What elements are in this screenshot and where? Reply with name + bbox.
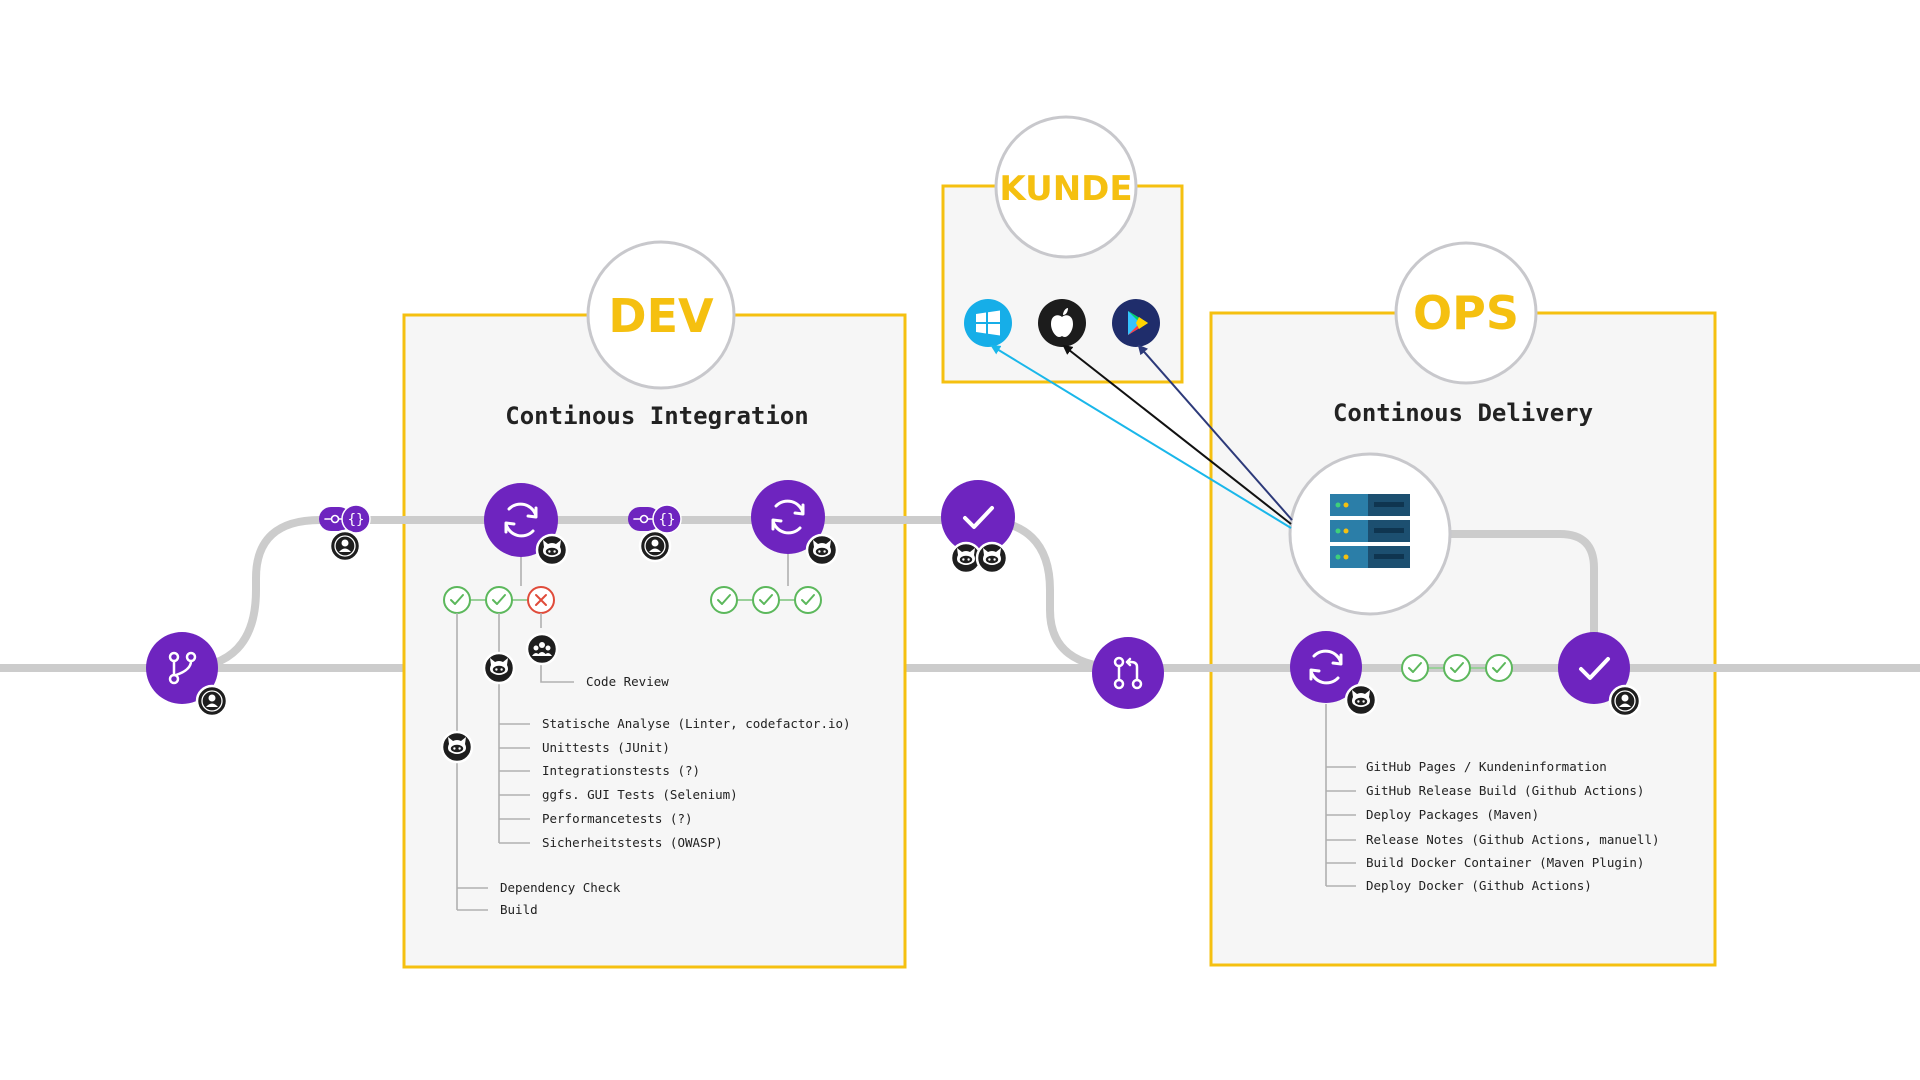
check-success-icon [1443, 654, 1471, 682]
google-play-icon[interactable] [1112, 299, 1160, 347]
ops-tree-lines [1325, 704, 1356, 887]
github-icon [805, 533, 839, 567]
check-row-2 [710, 586, 822, 614]
kunde-panel: KUNDE [941, 115, 1184, 384]
cd-sync-node[interactable] [1290, 631, 1362, 703]
github-icon [482, 651, 516, 685]
deploy-arrows [990, 344, 1293, 529]
check-success-icon [710, 586, 738, 614]
arrow-to-apple [1062, 344, 1292, 525]
dev-test-item: Unittests (JUnit) [542, 740, 670, 755]
release-approved-node[interactable] [1558, 632, 1630, 704]
github-icon [535, 533, 569, 567]
windows-icon[interactable] [964, 299, 1012, 347]
check-success-icon [1401, 654, 1429, 682]
check-row-1 [443, 586, 555, 614]
dev-subtitle: Continous Integration [505, 402, 808, 430]
commit-icon [628, 507, 660, 531]
code-icon: {} [652, 504, 682, 534]
check-success-icon [485, 586, 513, 614]
dependency-check-label: Dependency Check [500, 880, 621, 895]
ops-step-item: GitHub Pages / Kundeninformation [1366, 759, 1607, 774]
code-review-label: Code Review [586, 674, 669, 689]
ops-step-item: Deploy Docker (Github Actions) [1366, 878, 1592, 893]
ops-step-item: GitHub Release Build (Github Actions) [1366, 783, 1644, 798]
reviewers-icon [525, 632, 559, 666]
dev-tree-lines [456, 613, 574, 911]
user-icon [1608, 684, 1642, 718]
ops-panel: OPS Continous Delivery [1207, 241, 1719, 967]
ci-sync-node-2[interactable] [751, 480, 825, 554]
code-icon: {} [341, 504, 371, 534]
ops-subtitle: Continous Delivery [1333, 399, 1593, 427]
ci-approved-node[interactable] [941, 480, 1015, 554]
dev-panel: DEV Continous Integration {} [400, 240, 909, 969]
dev-test-item: Statische Analyse (Linter, codefactor.io… [542, 716, 851, 731]
pull-request-node[interactable] [1092, 637, 1164, 709]
ops-title-circle [1394, 241, 1538, 385]
github-icon [975, 541, 1009, 575]
apple-icon[interactable] [1038, 299, 1086, 347]
check-success-icon [752, 586, 780, 614]
dev-test-item: Sicherheitstests (OWASP) [542, 835, 723, 850]
kunde-title-circle [994, 115, 1138, 259]
github-icon [1344, 683, 1378, 717]
kunde-title: KUNDE [999, 169, 1132, 209]
branch-node[interactable] [146, 632, 218, 704]
build-label: Build [500, 902, 538, 917]
user-icon [328, 529, 362, 563]
ops-step-item: Deploy Packages (Maven) [1366, 807, 1539, 822]
check-row-ops [1401, 654, 1513, 682]
ops-title: OPS [1413, 286, 1519, 340]
dev-title: DEV [608, 289, 714, 343]
check-success-icon [794, 586, 822, 614]
ci-sync-node-1[interactable] [484, 483, 558, 557]
arrow-to-windows [990, 344, 1292, 529]
github-icon [440, 730, 474, 764]
server-icon [1330, 494, 1410, 568]
server-node[interactable] [1288, 452, 1452, 616]
dev-test-item: Integrationstests (?) [542, 763, 700, 778]
check-success-icon [1485, 654, 1513, 682]
dev-test-item: ggfs. GUI Tests (Selenium) [542, 787, 738, 802]
ops-step-item: Build Docker Container (Maven Plugin) [1366, 855, 1644, 870]
user-icon [638, 529, 672, 563]
arrow-to-google-play [1137, 344, 1293, 521]
check-success-icon [443, 586, 471, 614]
dev-test-item: Performancetests (?) [542, 811, 693, 826]
svg-text:{}: {} [348, 512, 365, 528]
ops-step-list: GitHub Pages / Kundeninformation GitHub … [1366, 759, 1660, 893]
svg-text:{}: {} [659, 512, 676, 528]
check-failure-icon [527, 586, 555, 614]
user-icon [195, 684, 229, 718]
ops-step-item: Release Notes (Github Actions, manuell) [1366, 832, 1660, 847]
dev-test-list: Statische Analyse (Linter, codefactor.io… [542, 716, 851, 850]
dev-title-circle [586, 240, 736, 390]
